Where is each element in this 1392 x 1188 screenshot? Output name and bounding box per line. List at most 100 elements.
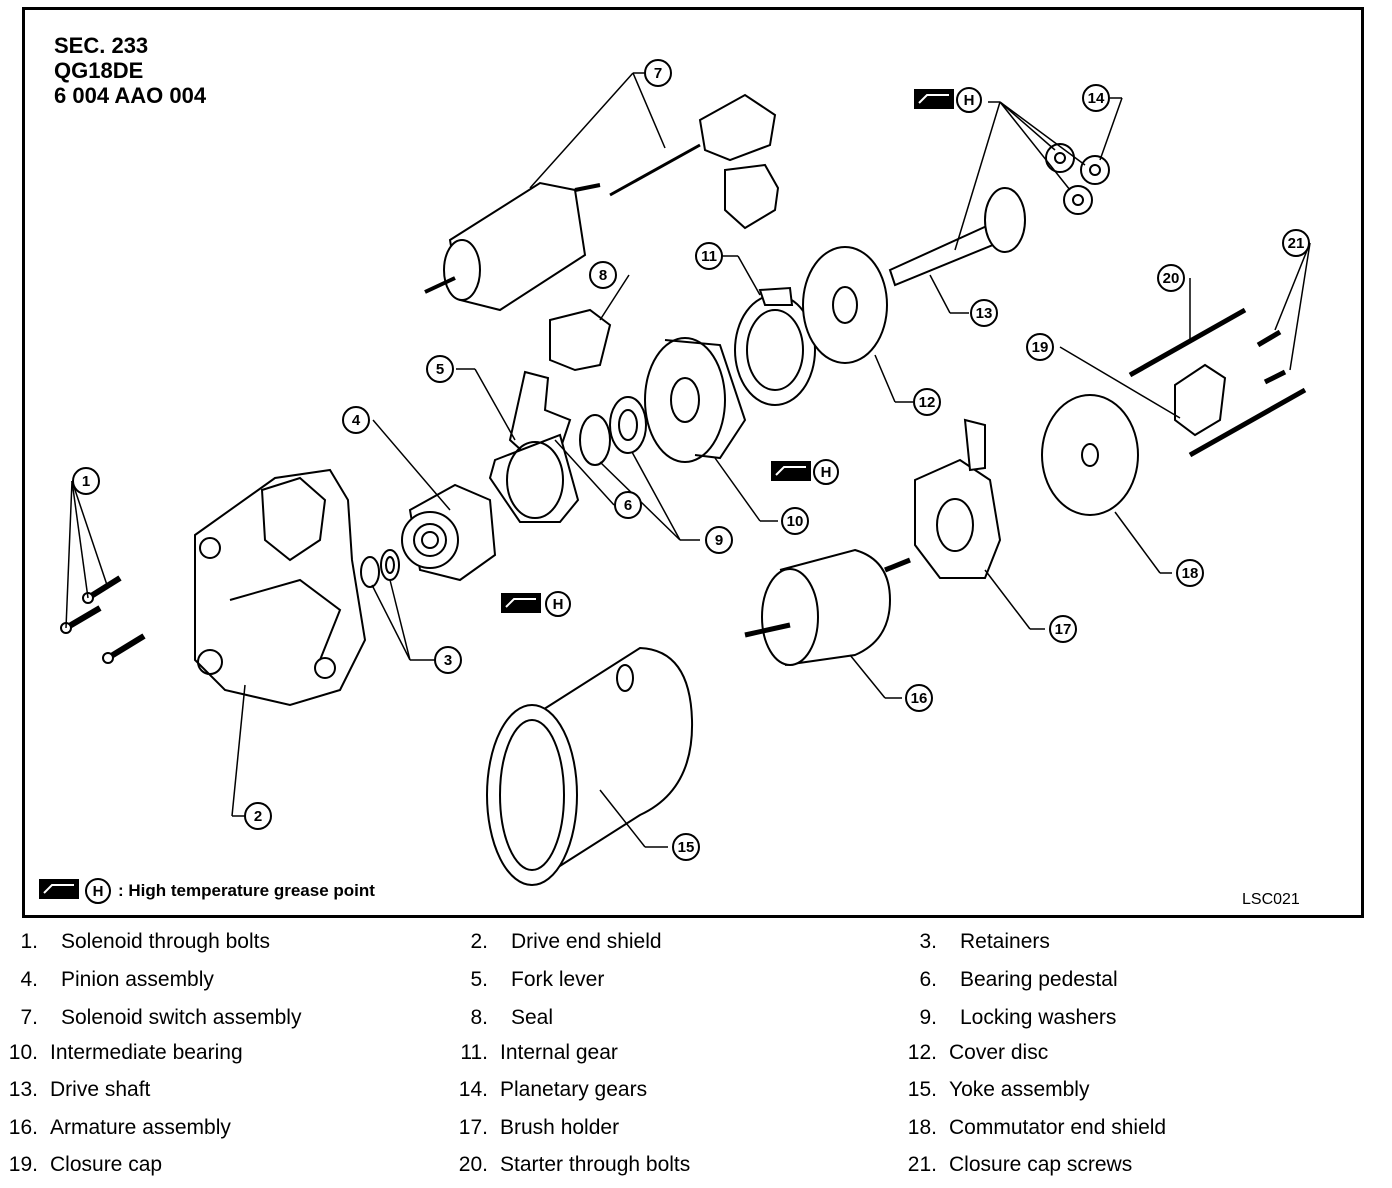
callout-9: 9: [705, 526, 733, 554]
starter-bolts-part: [1128, 307, 1307, 458]
legend-item: 13.Drive shaft: [8, 1078, 151, 1101]
legend-item: 5.Fork lever: [470, 968, 605, 991]
internal-gear-part: [734, 286, 816, 406]
legend-item: 4.Pinion assembly: [20, 968, 214, 991]
callout-number: 20: [1163, 270, 1180, 287]
solenoid-switch-part: [424, 93, 780, 312]
callout-number: 4: [352, 412, 361, 429]
starter-parts: [60, 93, 1307, 886]
legend-item: 21.Closure cap screws: [907, 1153, 1133, 1176]
solenoid-bolts-part: [60, 575, 146, 664]
callout-number: 2: [254, 808, 262, 825]
callout-12: 12: [913, 388, 941, 416]
callout-number: 9: [715, 532, 723, 549]
figure-code: LSC021: [1242, 891, 1300, 908]
yoke-assembly-part: [486, 646, 694, 886]
legend-item: 18.Commutator end shield: [907, 1116, 1167, 1139]
closure-cap-screws-part: [1256, 329, 1287, 385]
callout-15: 15: [672, 833, 700, 861]
seal-part: [549, 308, 612, 372]
callout-number: 15: [678, 839, 695, 856]
part-code: 6 004 AAO 004: [54, 83, 207, 108]
callout-19: 19: [1026, 333, 1054, 361]
retainers-part: [360, 549, 400, 588]
diagram-frame: [22, 7, 1364, 918]
callout-number: 21: [1288, 235, 1305, 252]
legend-item: 12.Cover disc: [907, 1041, 1049, 1064]
legend-item: 15.Yoke assembly: [907, 1078, 1090, 1101]
callout-number: 11: [701, 248, 717, 265]
svg-text:H: H: [553, 596, 564, 613]
callout-21: 21: [1282, 229, 1310, 257]
callout-number: 5: [436, 361, 444, 378]
callout-number: 10: [787, 513, 804, 530]
callout-4: 4: [342, 406, 370, 434]
engine-code: QG18DE: [54, 58, 144, 83]
callout-8: 8: [589, 261, 617, 289]
callout-2: 2: [244, 802, 272, 830]
grease-symbols: H H H H: [39, 87, 982, 904]
legend-item: 16.Armature assembly: [8, 1116, 231, 1139]
legend-item: 20.Starter through bolts: [458, 1153, 691, 1176]
legend-item: 3.Retainers: [919, 930, 1050, 953]
legend-item: 9.Locking washers: [919, 1006, 1117, 1029]
legend-item: 14.Planetary gears: [458, 1078, 648, 1101]
callout-1: 1: [72, 467, 100, 495]
callout-10: 10: [781, 507, 809, 535]
callout-17: 17: [1049, 615, 1077, 643]
callout-3: 3: [434, 646, 462, 674]
callout-13: 13: [970, 299, 998, 327]
leader-lines: [65, 72, 1311, 848]
callout-number: 13: [976, 305, 993, 322]
drive-end-shield-part: [194, 468, 367, 707]
brush-holder-part: [914, 418, 1002, 579]
callout-20: 20: [1157, 264, 1185, 292]
legend-item: 11.Internal gear: [460, 1041, 618, 1064]
intermediate-bearing-part: [644, 337, 747, 463]
callout-number: 14: [1088, 90, 1105, 107]
bearing-pedestal-part: [488, 433, 580, 523]
grease-legend-text: : High temperature grease point: [118, 881, 375, 900]
legend-item: 7.Solenoid switch assembly: [20, 1006, 302, 1029]
pinion-assembly-part: [401, 483, 497, 582]
callout-16: 16: [905, 684, 933, 712]
closure-cap-part: [1174, 363, 1227, 437]
callout-11: 11: [695, 242, 723, 270]
legend-item: 19.Closure cap: [8, 1153, 163, 1176]
drive-shaft-part: [888, 187, 1026, 287]
callout-14: 14: [1082, 84, 1110, 112]
legend-item: 17.Brush holder: [458, 1116, 620, 1139]
callout-number: 16: [911, 690, 928, 707]
callout-18: 18: [1176, 559, 1204, 587]
callout-number: 19: [1032, 339, 1049, 356]
legend-item: 10.Intermediate bearing: [8, 1041, 243, 1064]
legend-grease-icon: H: [39, 878, 111, 904]
svg-text:H: H: [964, 92, 975, 109]
armature-assembly-part: [744, 548, 911, 666]
grease-icon: H: [771, 459, 839, 485]
callout-number: 18: [1182, 565, 1199, 582]
callout-6: 6: [614, 491, 642, 519]
locking-washers-part: [579, 396, 647, 466]
callout-number: 1: [82, 473, 90, 490]
legend-item: 2.Drive end shield: [470, 930, 662, 953]
callout-number: 12: [919, 394, 936, 411]
callout-number: 3: [444, 652, 452, 669]
legend-item: 8.Seal: [470, 1006, 554, 1029]
callout-number: 17: [1055, 621, 1072, 638]
grease-icon: H: [914, 87, 982, 113]
callout-number: 6: [624, 497, 632, 514]
svg-text:H: H: [821, 464, 832, 481]
svg-text:H: H: [93, 883, 104, 900]
legend-item: 1.Solenoid through bolts: [20, 930, 270, 953]
planetary-gears-part: [1045, 143, 1110, 215]
commutator-end-shield-part: [1041, 394, 1139, 516]
cover-disc-part: [802, 246, 888, 364]
callout-7: 7: [644, 59, 672, 87]
callout-number: 8: [599, 267, 607, 284]
callout-number: 7: [654, 65, 662, 82]
grease-icon: H: [501, 591, 571, 617]
legend-item: 6.Bearing pedestal: [919, 968, 1118, 991]
